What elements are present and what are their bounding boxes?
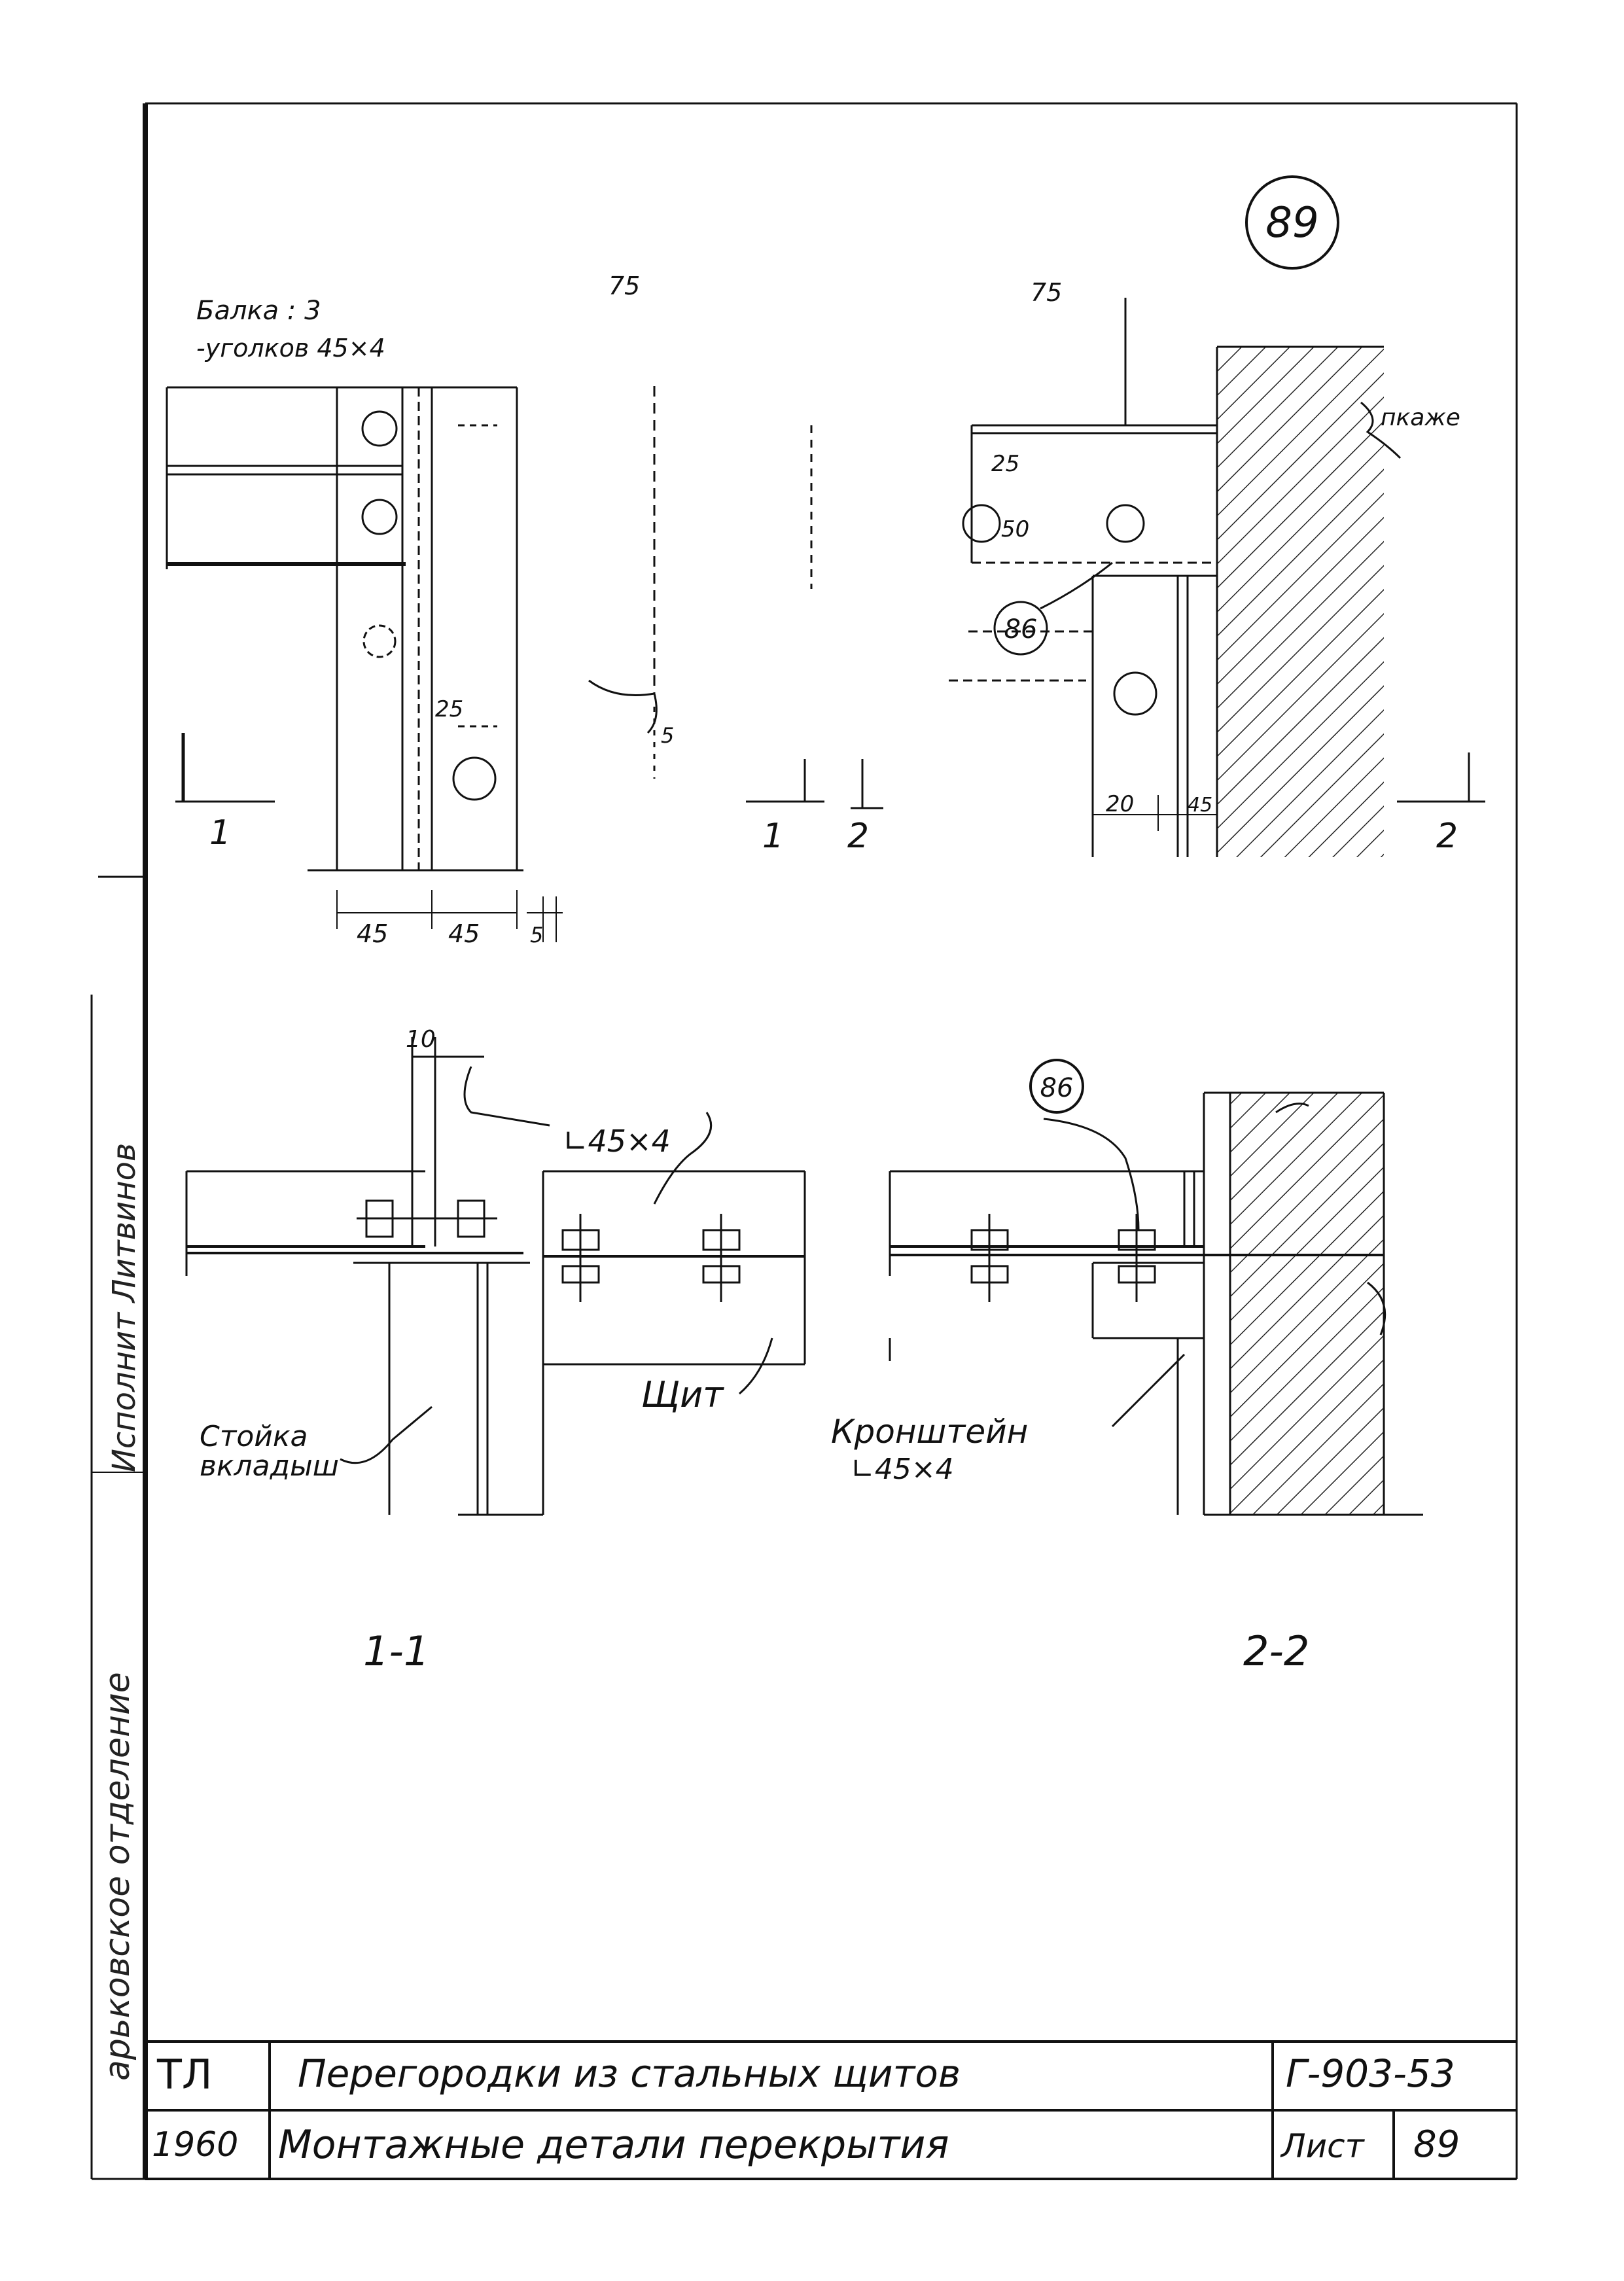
title-block-org: ТЛ xyxy=(157,2051,213,2098)
wall-dim-25: 25 xyxy=(991,451,1019,477)
section11-dim-10: 10 xyxy=(406,1026,436,1053)
title-block-title-line1: Перегородки из стальных щитов xyxy=(298,2051,961,2096)
svg-text:86: 86 xyxy=(1040,1073,1074,1103)
sheet-number-circle: 89 xyxy=(1245,175,1339,270)
plan-dim-25: 25 xyxy=(435,696,463,722)
plan-dim-5: 5 xyxy=(530,923,543,947)
wall-dim-75: 75 xyxy=(1031,278,1062,307)
plan-dim-45b: 45 xyxy=(448,919,480,948)
section22-ref-circle xyxy=(1029,1059,1084,1114)
middle-cut-1: 1 xyxy=(762,817,784,856)
middle-view: 5 1 2 xyxy=(588,386,883,856)
section-2-2: 86 Кронштейн ∟45×4 2-2 xyxy=(831,1059,1423,1675)
wall-dim-50: 50 xyxy=(1001,516,1029,542)
plan-dim-75: 75 xyxy=(609,272,640,300)
plan-dim-45a: 45 xyxy=(357,919,388,948)
title-block-code: Г-903-53 xyxy=(1286,2051,1455,2096)
title-block-year: 1960 xyxy=(152,2125,239,2165)
svg-text:89: 89 xyxy=(1265,199,1318,247)
middle-cut-2: 2 xyxy=(847,817,869,856)
title-block-title-line2: Монтажные детали перекрытия xyxy=(278,2122,949,2168)
beam-note-line2: -уголков 45×4 xyxy=(196,334,385,362)
wall-dim-45: 45 xyxy=(1188,794,1212,817)
sheet-frame xyxy=(90,102,1518,2180)
section22-title: 2-2 xyxy=(1243,1627,1309,1675)
wall-cut-2: 2 xyxy=(1436,817,1458,856)
section22-bracket-label1: Кронштейн xyxy=(831,1413,1028,1451)
beam-note-line1: Балка : 3 xyxy=(196,296,321,326)
plan-cut-1: 1 xyxy=(209,813,231,853)
wall-label: пкаже xyxy=(1381,404,1460,431)
svg-text:86: 86 xyxy=(1004,614,1038,645)
section-1-1: 10 ∟45×4 Щит Стойка вкладыш 1-1 xyxy=(185,1026,806,1675)
wall-dim-20: 20 xyxy=(1106,791,1134,817)
middle-dim-5: 5 xyxy=(661,723,674,748)
margin-text-upper: Исполнит Литвинов xyxy=(106,1142,143,1472)
title-block-grid xyxy=(145,2040,1517,2179)
title-block-sheet-number: 89 xyxy=(1413,2123,1460,2166)
wall-view: 75 xyxy=(949,278,1485,857)
section11-post-label2: вкладыш xyxy=(200,1449,339,1483)
margin-text-lower: арьковское отделение xyxy=(98,1672,137,2081)
section11-shield-label: Щит xyxy=(641,1374,724,1415)
section11-post-label1: Стойка xyxy=(200,1420,308,1453)
section11-angle-label: ∟45×4 xyxy=(563,1123,671,1159)
title-block-sheet-label: Лист xyxy=(1281,2127,1364,2165)
plan-view: Балка : 3 -уголков 45×4 75 xyxy=(166,272,640,948)
section22-bracket-label2: ∟45×4 xyxy=(851,1453,954,1486)
section11-title: 1-1 xyxy=(363,1627,429,1675)
wall-ref-circle xyxy=(993,601,1048,656)
